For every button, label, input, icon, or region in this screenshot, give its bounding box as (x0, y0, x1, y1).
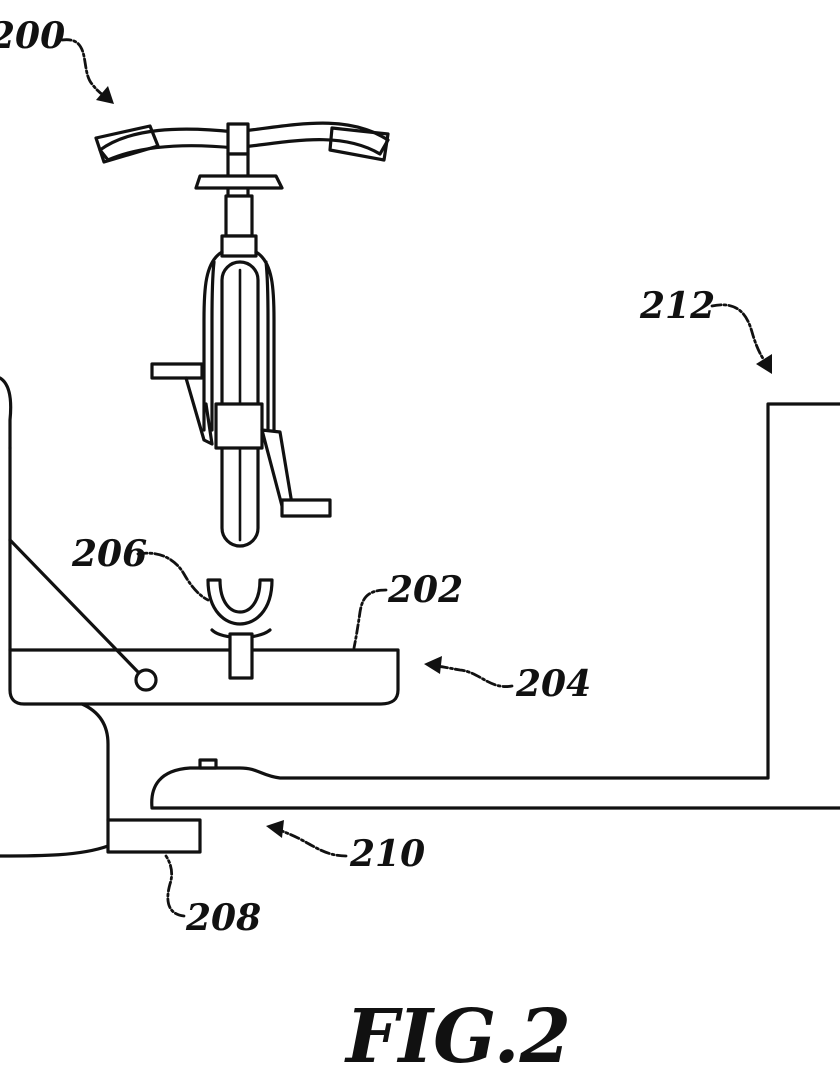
ref-200-leader (60, 38, 110, 100)
left-post (0, 376, 13, 450)
right-crank (260, 428, 294, 508)
ref-202-label: 202 (387, 569, 463, 611)
ref-210-arrowhead (266, 820, 284, 838)
ref-204-leader (432, 664, 514, 688)
left-pedal (150, 362, 204, 380)
figure-title: FIG.2 (344, 994, 571, 1080)
arm-tab (198, 758, 218, 770)
ref-212-leader (710, 303, 766, 362)
lower-left-frame (0, 844, 110, 858)
ref-202-leader (352, 588, 388, 650)
carrier-body (0, 376, 400, 858)
ref-210-label: 210 (349, 833, 425, 875)
fork-legs (202, 250, 276, 432)
hitch-arm-and-vehicle (150, 402, 840, 810)
hitch-arm (150, 402, 840, 810)
ref-200-label: 200 (0, 15, 65, 57)
lower-head-tube (220, 234, 258, 258)
ref-206-label: 206 (71, 533, 147, 575)
wheel-cradle (206, 578, 274, 626)
ref-212-arrowhead (756, 354, 772, 374)
hitch-block (106, 818, 202, 854)
stem (226, 122, 250, 156)
right-grip (328, 126, 390, 162)
left-grip (94, 124, 160, 164)
upper-head-tube (224, 194, 254, 238)
ref-208-leader (164, 854, 186, 918)
ref-204-label: 204 (515, 663, 591, 705)
ref-200-arrowhead (96, 86, 114, 104)
right-pedal (280, 498, 332, 518)
left-crank (184, 376, 214, 446)
ref-206-leader (136, 551, 210, 602)
ref-212-label: 212 (639, 285, 715, 327)
ref-208-label: 208 (185, 897, 261, 939)
support-column (80, 702, 110, 822)
pivot-hole (134, 668, 158, 692)
bicycle (94, 121, 390, 548)
fork-crown (194, 174, 284, 190)
tray (8, 648, 400, 706)
bottom-bracket (214, 402, 264, 450)
ref-204-arrowhead (424, 656, 442, 674)
ref-210-leader (278, 828, 348, 858)
cradle-post (228, 632, 254, 680)
